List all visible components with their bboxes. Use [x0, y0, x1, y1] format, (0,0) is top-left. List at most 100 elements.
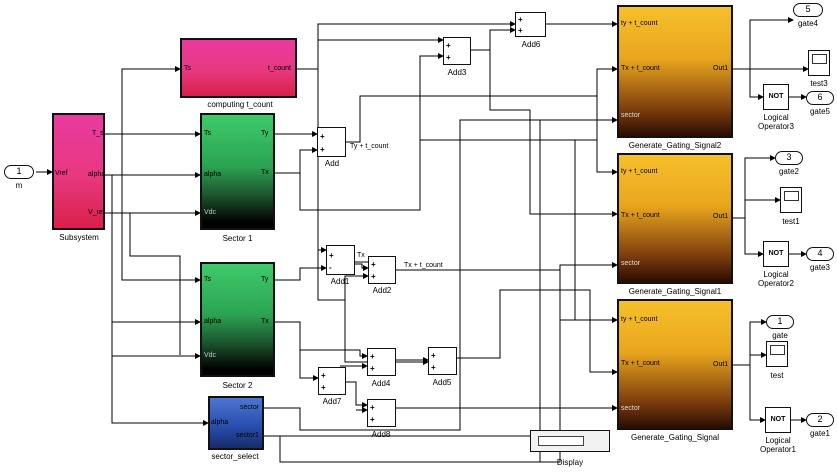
sector1-port-ts: Ts	[204, 130, 211, 137]
outport-gate2-label: gate2	[778, 167, 800, 176]
add2-block[interactable]: + +	[368, 256, 396, 284]
scope-test-label: test	[770, 371, 784, 380]
add8-block[interactable]: + +	[367, 399, 396, 427]
sector2-port-alpha: alpha	[204, 318, 222, 325]
gating-signal2-block[interactable]	[617, 5, 733, 138]
scope-test3[interactable]	[808, 50, 830, 76]
gating2-port-tx: Tx + t_count	[621, 65, 660, 72]
subsystem-port-out-vref: V_ref	[88, 209, 105, 216]
add7-sign-1: +	[321, 371, 326, 380]
sector2-block[interactable]	[200, 262, 275, 377]
sector1-port-alpha: alpha	[204, 171, 222, 178]
add8-label: Add8	[371, 430, 391, 439]
add1-sign-2: -	[329, 263, 332, 272]
add7-label: Add7	[322, 397, 342, 406]
outport-gate[interactable]: 1	[766, 315, 794, 329]
gating2-port-out: Out1	[713, 65, 729, 72]
outport-gate3-label: gate3	[809, 263, 831, 272]
outport-gate1[interactable]: 2	[806, 413, 834, 427]
not-op2[interactable]: NOT	[763, 241, 789, 267]
add4-sign-2: +	[370, 364, 375, 373]
add4-block[interactable]: + +	[367, 348, 396, 376]
sector1-block[interactable]	[200, 113, 275, 230]
gating2-port-ty: ty + t_count	[621, 20, 658, 27]
subsystem-block[interactable]	[52, 113, 105, 230]
gating1-port-sector: sector	[621, 260, 641, 267]
outport-gate2[interactable]: 3	[775, 151, 803, 165]
wire-label-ty-tcount-1: Ty + t_count	[350, 143, 389, 150]
not-op3[interactable]: NOT	[763, 84, 789, 110]
inport-m[interactable]: 1	[4, 165, 34, 179]
gating0-port-out: Out1	[713, 361, 729, 368]
gating-signal-block[interactable]	[617, 299, 733, 430]
scope-test3-screen	[812, 54, 827, 64]
add8-sign-1: +	[370, 403, 375, 412]
gating0-port-sector: sector	[621, 405, 641, 412]
add-block[interactable]: + +	[317, 127, 346, 157]
scope-test[interactable]	[766, 341, 788, 367]
add6-block[interactable]: + +	[515, 12, 546, 37]
subsystem-port-out-ts: T_s	[92, 130, 104, 137]
computing-port-in: Ts	[184, 65, 191, 72]
scope-test-screen	[770, 345, 785, 355]
scope-test1-screen	[784, 191, 799, 201]
gating2-label: Generate_Gating_Signal2	[628, 141, 722, 150]
display-block[interactable]	[530, 430, 610, 452]
gating1-port-ty: ty + t_count	[621, 168, 658, 175]
sector2-port-tx: Tx	[261, 318, 269, 325]
add6-sign-1: +	[518, 15, 523, 24]
computing-port-out: t_count	[268, 65, 291, 72]
add6-label: Add6	[521, 40, 541, 49]
add8-sign-2: +	[370, 415, 375, 424]
not-op1-label: Logical Operator1	[759, 436, 797, 454]
wire-label-tx-tcount: Tx + t_count	[404, 262, 443, 269]
add2-sign-2: +	[371, 272, 376, 281]
add5-sign-2: +	[431, 363, 436, 372]
sector-select-block[interactable]	[208, 396, 264, 450]
sector2-port-ty: Ty	[261, 276, 269, 283]
outport-gate3[interactable]: 4	[806, 247, 834, 261]
sector-select-label: sector_select	[211, 452, 259, 461]
add1-block[interactable]: + -	[326, 245, 355, 275]
outport-gate5[interactable]: 6	[806, 91, 834, 105]
add-label: Add	[324, 159, 340, 168]
add5-block[interactable]: + +	[428, 347, 457, 375]
add3-sign-2: +	[446, 53, 451, 62]
inport-m-label: m	[15, 181, 23, 190]
gating2-port-sector: sector	[621, 112, 641, 119]
scope-test1[interactable]	[780, 187, 802, 213]
add5-sign-1: +	[431, 351, 436, 360]
add7-block[interactable]: + +	[318, 367, 346, 395]
gating0-label: Generate_Gating_Signal	[630, 433, 720, 442]
gating1-label: Generate_Gating_Signal1	[628, 287, 722, 296]
add3-label: Add3	[447, 68, 467, 77]
display-screen	[538, 436, 584, 446]
subsystem-label: Subsystem	[59, 233, 99, 242]
add2-sign-1: +	[371, 260, 376, 269]
outport-gate4-label: gate4	[797, 19, 819, 28]
sector1-port-ty: Ty	[261, 130, 269, 137]
sector1-port-tx: Tx	[261, 169, 269, 176]
add4-label: Add4	[371, 379, 391, 388]
add3-block[interactable]: + +	[443, 37, 471, 65]
add-sign-1: +	[320, 132, 325, 141]
sector-select-port-out2: sector1	[236, 432, 259, 439]
gating-signal1-block[interactable]	[617, 153, 733, 284]
sector-select-port-out1: sector	[240, 404, 260, 411]
gating1-port-out: Out1	[713, 213, 729, 220]
computing-tcount-block[interactable]	[180, 38, 297, 98]
scope-test3-label: test3	[810, 79, 828, 88]
outport-gate4[interactable]: 5	[793, 3, 823, 17]
add4-sign-1: +	[370, 352, 375, 361]
gating0-port-tx: Tx + t_count	[621, 360, 660, 367]
subsystem-port-out-alpha: alpha	[88, 171, 106, 178]
scope-test1-label: test1	[782, 217, 800, 226]
add3-sign-1: +	[446, 41, 451, 50]
display-label: Display	[556, 458, 584, 467]
sector2-port-vdc: Vdc	[204, 352, 217, 359]
gating0-port-ty: ty + t_count	[621, 316, 658, 323]
not-op1[interactable]: NOT	[765, 407, 791, 433]
add1-sign-1: +	[329, 251, 334, 260]
add6-sign-2: +	[518, 26, 523, 35]
not-op3-label: Logical Operator3	[757, 113, 795, 131]
